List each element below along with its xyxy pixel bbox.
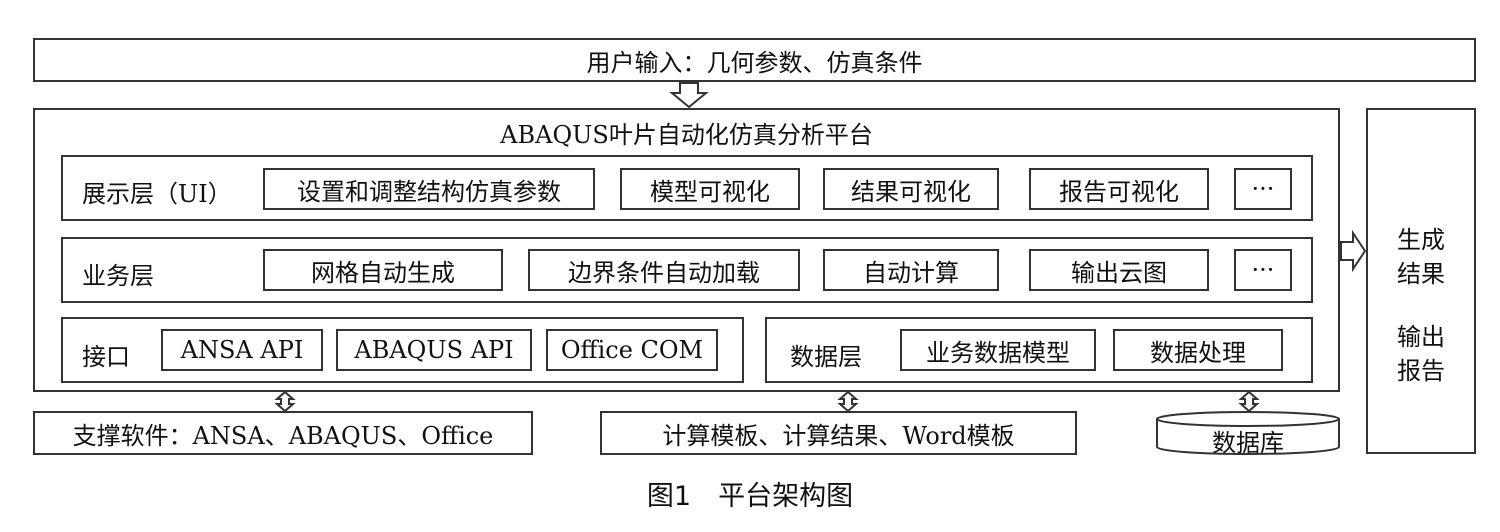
biz-item-more: ···	[1234, 249, 1292, 291]
biz-item-compute: 自动计算	[823, 249, 999, 291]
platform-title: ABAQUS叶片自动化仿真分析平台	[500, 121, 873, 149]
ui-item-report-vis: 报告可视化	[1029, 168, 1209, 210]
output-line-1: 生成	[1397, 226, 1445, 254]
support-software-box: 支撑软件：ANSA、ABAQUS、Office	[33, 411, 533, 455]
biz-item-cloud-map: 输出云图	[1029, 249, 1209, 291]
arrow-right-icon	[1340, 229, 1367, 273]
data-layer-label: 数据层	[790, 343, 862, 371]
data-item-processing: 数据处理	[1113, 329, 1283, 371]
ui-item-result-vis: 结果可视化	[823, 168, 999, 210]
output-box	[1366, 108, 1476, 454]
double-arrow-icon-templates	[837, 390, 859, 413]
business-layer-label: 业务层	[82, 262, 154, 290]
biz-item-boundary: 边界条件自动加载	[528, 249, 800, 291]
output-line-2: 结果	[1397, 260, 1445, 288]
api-abaqus: ABAQUS API	[336, 329, 532, 371]
arrow-down-icon	[669, 82, 709, 109]
ui-item-params: 设置和调整结构仿真参数	[263, 168, 595, 210]
database-cylinder-icon	[1156, 411, 1340, 455]
interface-label: 接口	[82, 343, 130, 371]
ui-item-model-vis: 模型可视化	[620, 168, 800, 210]
figure-caption: 图1 平台架构图	[646, 481, 854, 512]
double-arrow-icon-database	[1238, 390, 1260, 413]
biz-item-mesh: 网格自动生成	[263, 249, 503, 291]
ui-layer-label: 展示层（UI）	[82, 180, 232, 208]
user-input-text: 用户输入：几何参数、仿真条件	[586, 48, 923, 77]
database-label: 数据库	[1212, 429, 1284, 457]
output-line-4: 报告	[1397, 357, 1445, 385]
double-arrow-icon-support	[274, 390, 296, 413]
output-line-3: 输出	[1397, 323, 1445, 351]
templates-box: 计算模板、计算结果、Word模板	[600, 411, 1077, 455]
ui-item-more: ···	[1234, 168, 1292, 210]
api-ansa: ANSA API	[161, 329, 323, 371]
data-item-model: 业务数据模型	[900, 329, 1096, 371]
api-office-com: Office COM	[546, 329, 718, 371]
user-input-box: 用户输入：几何参数、仿真条件	[33, 38, 1476, 82]
